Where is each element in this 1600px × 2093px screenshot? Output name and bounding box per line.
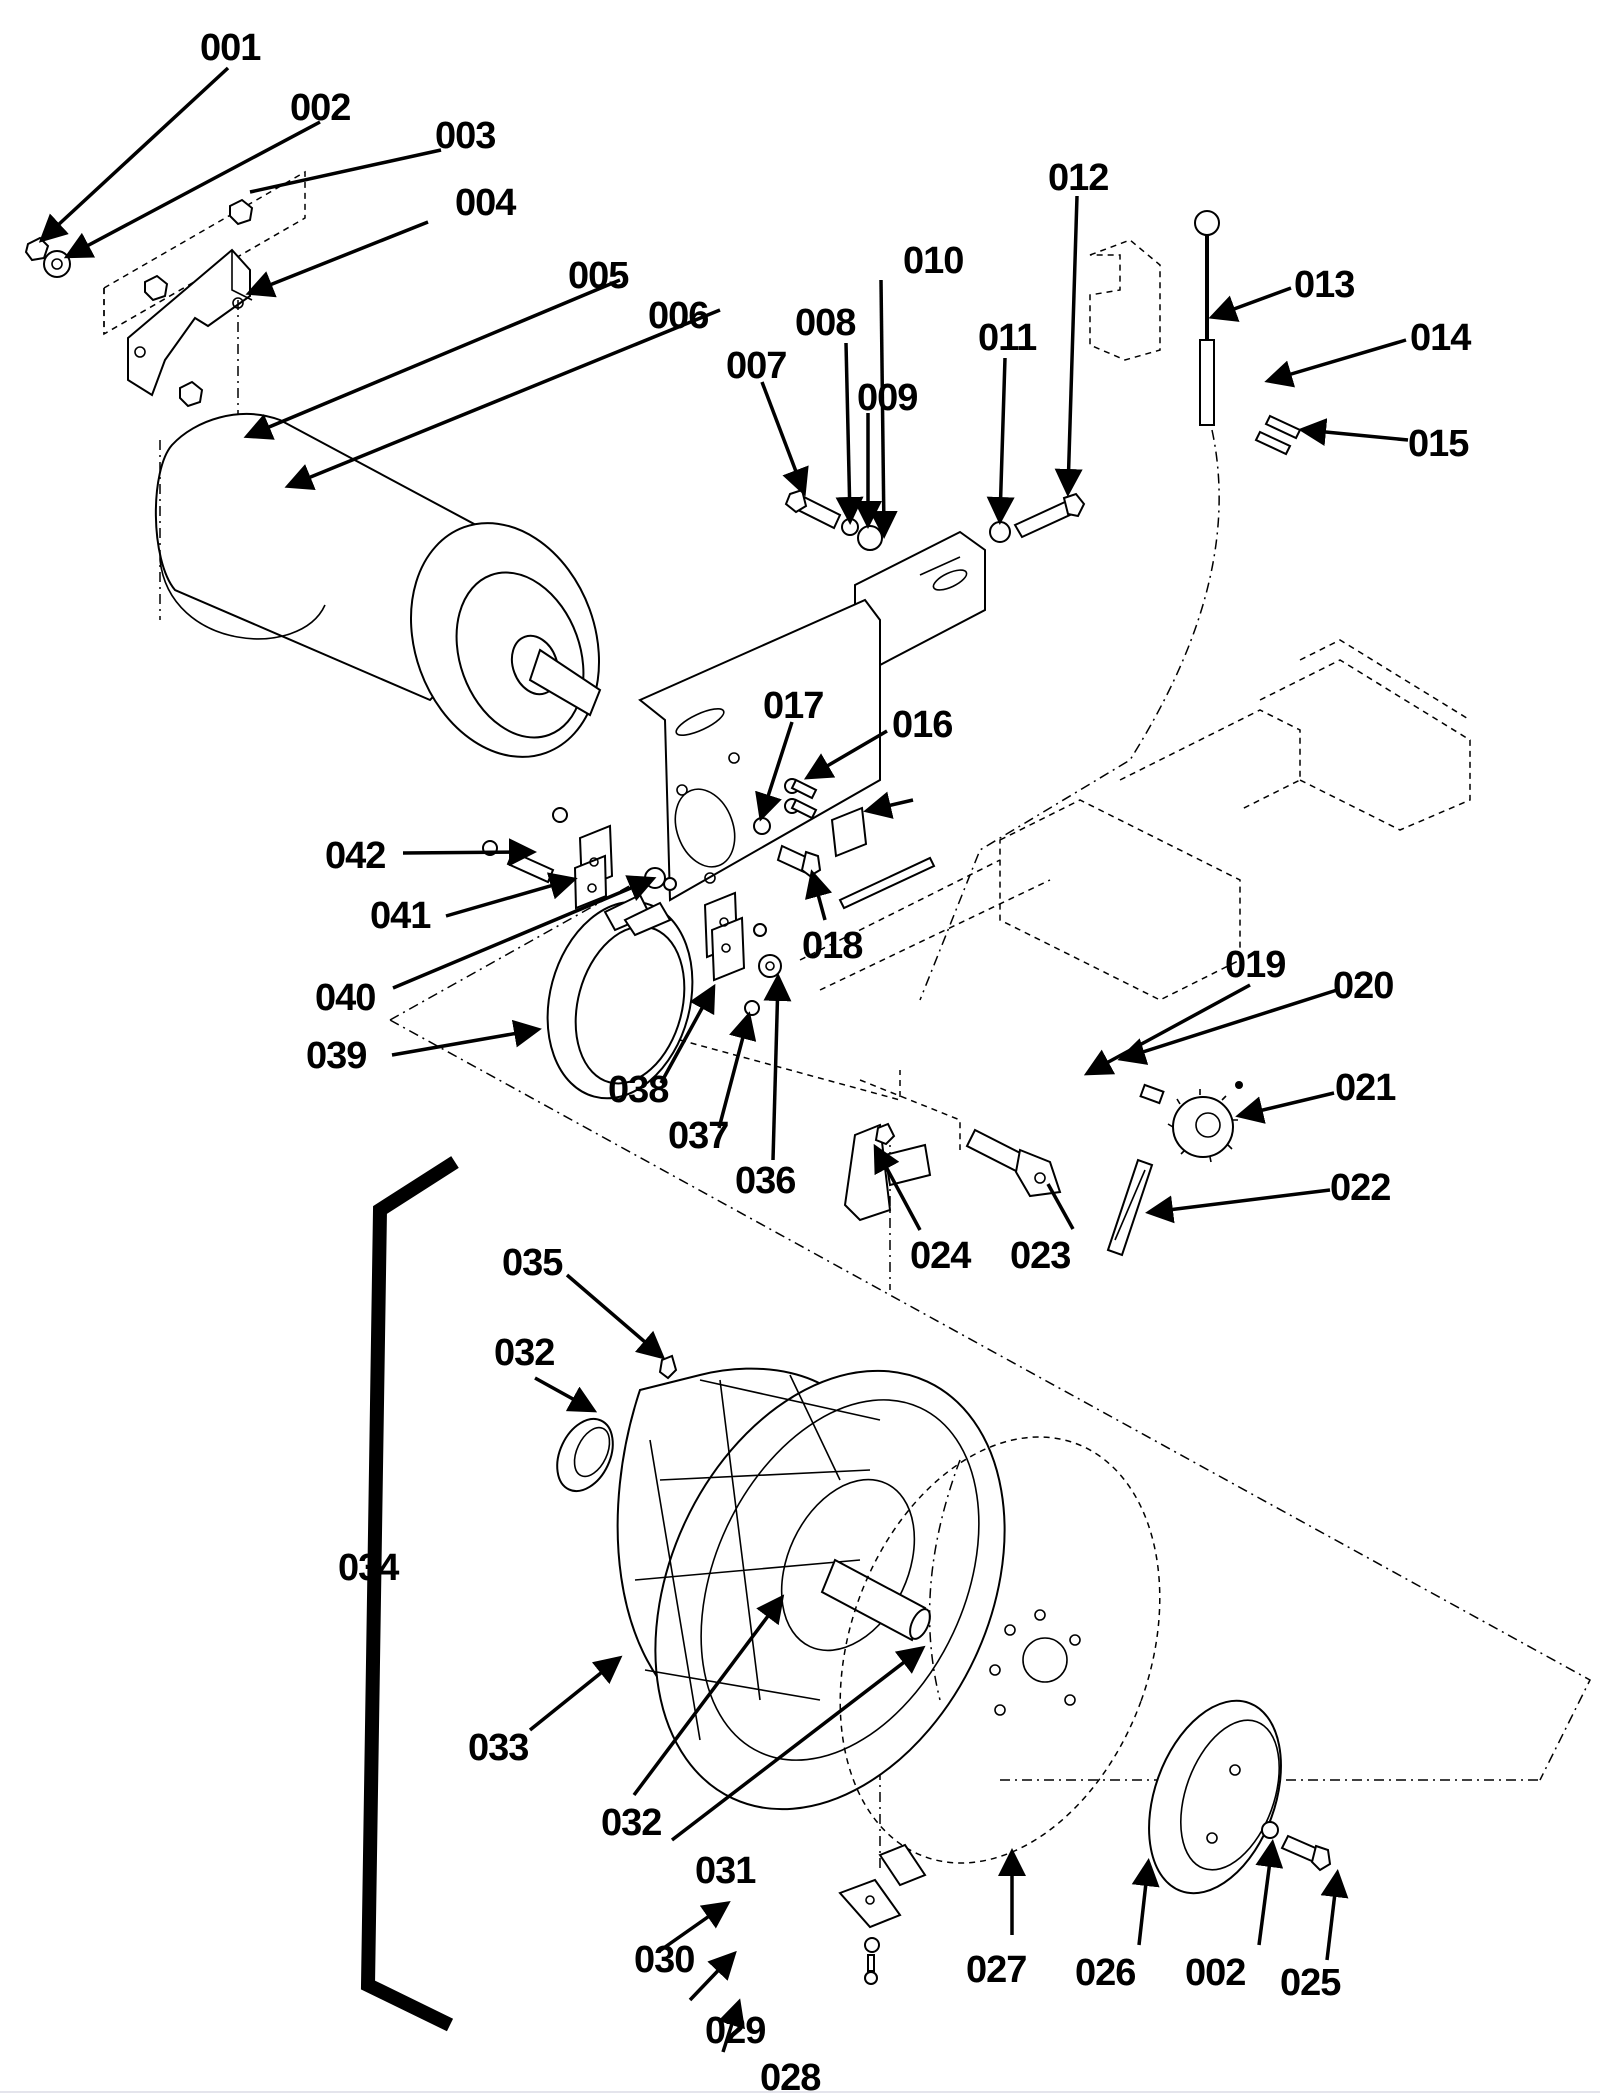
callout-028: 028	[760, 2057, 820, 2093]
callout-018: 018	[802, 925, 862, 967]
callout-001: 001	[200, 27, 261, 69]
callout-032a: 032	[494, 1332, 554, 1374]
callout-002b: 002	[1185, 1952, 1245, 1994]
callout-003: 003	[435, 115, 495, 157]
key-part-019	[1139, 1083, 1165, 1105]
callout-026: 026	[1075, 1952, 1135, 1994]
callout-030: 030	[634, 1939, 694, 1981]
lock-washer-part-008	[841, 518, 859, 536]
hex-nut-part-003	[144, 198, 254, 408]
callout-015: 015	[1408, 423, 1469, 465]
callout-036: 036	[735, 1160, 795, 1202]
grease-fitting-part-035	[658, 1354, 678, 1380]
callout-005: 005	[568, 255, 629, 297]
callout-024: 024	[910, 1235, 971, 1277]
brake-drum-part	[1148, 1699, 1282, 1895]
adjusting-bolt-part-012	[1013, 492, 1086, 539]
callout-029: 029	[705, 2010, 765, 2052]
callout-035: 035	[502, 1242, 563, 1284]
callout-labels: 001 002 003 004 005 006 007 008 009 010 …	[200, 27, 1472, 2093]
washer-part-002b	[1261, 1821, 1279, 1839]
wheel-assembly-bracket	[360, 1156, 459, 2032]
bearing-part-032a	[556, 1417, 614, 1493]
lock-ring-part	[753, 923, 767, 937]
bolt-part-007	[784, 488, 842, 530]
flat-washer-part-009	[857, 525, 883, 551]
pin-part-042	[482, 807, 568, 884]
bolt-part-018	[776, 844, 822, 878]
artwork	[24, 170, 1591, 2032]
pivot-shaft-part	[965, 1128, 1062, 1198]
callout-004: 004	[455, 182, 516, 224]
callout-025: 025	[1280, 1962, 1341, 2004]
callout-020: 020	[1333, 965, 1393, 1007]
callout-002: 002	[290, 87, 350, 129]
axle-part	[820, 1558, 931, 1642]
nut-part-037	[744, 1000, 760, 1016]
callout-009: 009	[857, 377, 917, 419]
callout-027: 027	[966, 1949, 1026, 1991]
callout-012: 012	[1048, 157, 1108, 199]
callout-011: 011	[978, 317, 1037, 359]
bottom-edge-rule	[0, 2091, 1600, 2093]
callout-034: 034	[338, 1547, 399, 1589]
leader-lines	[38, 66, 1409, 2053]
nut-part-011	[989, 521, 1011, 543]
motor-mount-bracket-part	[127, 248, 253, 397]
callout-033: 033	[468, 1727, 528, 1769]
brake-bracket-part-038	[703, 891, 746, 982]
drive-motor-part	[154, 413, 602, 758]
callout-039: 039	[306, 1035, 366, 1077]
screws-part-015	[1254, 414, 1302, 456]
hex-bolt-part-025	[1280, 1834, 1332, 1872]
callout-010: 010	[903, 240, 963, 282]
mounting-plate-part	[638, 598, 881, 902]
callout-019: 019	[1225, 944, 1285, 986]
callout-008: 008	[795, 302, 855, 344]
callout-013: 013	[1294, 264, 1354, 306]
axle-bracket-part-030	[838, 1843, 927, 1929]
callout-007: 007	[726, 345, 786, 387]
callout-031: 031	[695, 1850, 756, 1892]
callout-021: 021	[1335, 1067, 1396, 1109]
callout-032b: 032	[601, 1802, 661, 1844]
brake-cable-part	[1194, 210, 1220, 426]
callout-041: 041	[370, 895, 431, 937]
nut-part-017	[753, 817, 771, 835]
callout-023: 023	[1010, 1235, 1070, 1277]
brake-band-part	[546, 893, 694, 1100]
washer-part-002	[43, 250, 71, 278]
threaded-rod-part	[838, 856, 936, 910]
drive-sprocket-part	[1167, 1089, 1238, 1163]
callout-037: 037	[668, 1115, 728, 1157]
callout-038: 038	[608, 1069, 668, 1111]
callout-042: 042	[325, 835, 385, 877]
frame-channels	[679, 639, 1471, 1150]
callout-006: 006	[648, 295, 708, 337]
screw-part-028	[864, 1954, 878, 1985]
callout-016: 016	[892, 704, 952, 746]
washer-part-036	[758, 954, 782, 978]
callout-014a: 014	[1410, 317, 1471, 359]
callout-040: 040	[315, 977, 375, 1019]
lock-nut-part-001	[24, 236, 50, 262]
cable-bracket-outline	[1089, 239, 1161, 361]
wheel-sprocket-part	[839, 1436, 1161, 1864]
roller-chain-part	[1106, 1158, 1154, 1257]
screw-part-016	[784, 778, 818, 820]
brake-bracket-part-041	[573, 824, 614, 910]
callout-017: 017	[763, 685, 823, 727]
callout-022: 022	[1330, 1167, 1390, 1209]
cable-clamp-part-014b	[830, 806, 868, 858]
washer-part-029	[864, 1937, 880, 1953]
